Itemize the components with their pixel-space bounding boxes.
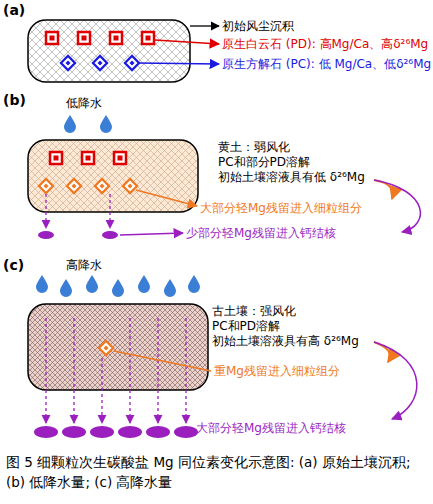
annotation-text: 原生方解石 (PC): 低 Mg/Ca、低δ²⁶Mg xyxy=(222,57,431,71)
annotation-text: PC和PD溶解 xyxy=(212,319,280,333)
soil-box xyxy=(28,140,198,212)
annotation-text: 原生白云石 (PD): 高Mg/Ca、高δ²⁶Mg xyxy=(222,37,428,51)
residual-symbol xyxy=(99,341,113,355)
panel-letter: (b) xyxy=(3,93,26,107)
rain-drop xyxy=(112,279,124,297)
calcite-symbol xyxy=(93,56,107,70)
annotation-text: 大部分轻Mg残留进入钙结核 xyxy=(196,421,346,435)
residual-symbol xyxy=(123,179,137,193)
dolomite-symbol xyxy=(46,32,58,44)
rain-drop xyxy=(64,115,76,133)
rain-drop xyxy=(36,275,48,293)
curved-arrow xyxy=(374,180,420,232)
annotation-text: 高降水 xyxy=(66,258,102,272)
dolomite-symbol xyxy=(82,152,94,164)
annotation-text: 黄土：弱风化 xyxy=(218,140,290,154)
dashed-arrow xyxy=(157,318,158,423)
rain-drop xyxy=(164,279,176,297)
nodule-blob xyxy=(146,426,170,438)
dolomite-symbol xyxy=(142,32,154,44)
nodule-blob xyxy=(118,426,142,438)
dashed-arrow xyxy=(45,194,46,228)
calcite-symbol xyxy=(61,56,75,70)
nodule-blob xyxy=(90,426,114,438)
rain-drop xyxy=(86,275,98,293)
leader-arrow xyxy=(155,40,219,44)
leader-arrow xyxy=(120,233,183,235)
annotation-text: 古土壤：强风化 xyxy=(212,304,296,318)
annotation-text: 初始风尘沉积 xyxy=(222,19,294,33)
dashed-arrow xyxy=(109,194,110,228)
nodule-blob xyxy=(102,231,118,239)
residual-symbol xyxy=(67,179,81,193)
annotation-text: 初始土壤溶液具有高 δ²⁶Mg xyxy=(212,334,359,348)
panel-letter: (c) xyxy=(3,258,24,272)
leader-arrow xyxy=(190,25,219,26)
residual-symbol xyxy=(95,179,109,193)
rain-drop xyxy=(188,275,200,293)
dolomite-symbol xyxy=(50,152,62,164)
dolomite-symbol xyxy=(78,32,90,44)
rain-drop xyxy=(138,275,150,293)
dolomite-symbol xyxy=(110,32,122,44)
dashed-arrow xyxy=(45,318,46,423)
leader-arrow xyxy=(136,190,197,206)
soil-box xyxy=(28,304,208,390)
dashed-arrow xyxy=(73,318,74,423)
dashed-arrow xyxy=(185,318,186,423)
rain-drop xyxy=(100,115,112,133)
dashed-arrow xyxy=(129,318,130,423)
annotation-text: 大部分轻Mg残留进入细粒组分 xyxy=(200,201,362,215)
annotation-text: 重Mg残留进入细粒组分 xyxy=(214,364,340,378)
nodule-blob xyxy=(62,426,86,438)
dashed-arrow xyxy=(101,358,102,423)
curved-arrow xyxy=(374,180,393,199)
nodule-blob xyxy=(38,231,54,239)
residual-symbol xyxy=(39,179,53,193)
nodule-blob xyxy=(174,426,198,438)
curved-arrow xyxy=(374,342,417,419)
annotation-text: 初始土壤溶液具有低 δ²⁶Mg xyxy=(218,170,365,184)
dolomite-symbol xyxy=(114,152,126,164)
leader-line xyxy=(114,351,211,371)
panel-letter: (a) xyxy=(3,3,25,17)
calcite-symbol xyxy=(125,56,139,70)
nodule-blob xyxy=(34,426,58,438)
annotation-text: 少部分轻Mg残留进入钙结核 xyxy=(186,226,336,240)
leader-arrow xyxy=(138,63,219,64)
figure-caption: 图 5 细颗粒次生碳酸盐 Mg 同位素变化示意图: (a) 原始土壤沉积; (b… xyxy=(6,452,428,492)
annotation-text: 低降水 xyxy=(66,96,102,110)
rain-drop xyxy=(60,279,72,297)
soil-box xyxy=(28,20,190,82)
annotation-text: PC和部分PD溶解 xyxy=(218,155,310,169)
